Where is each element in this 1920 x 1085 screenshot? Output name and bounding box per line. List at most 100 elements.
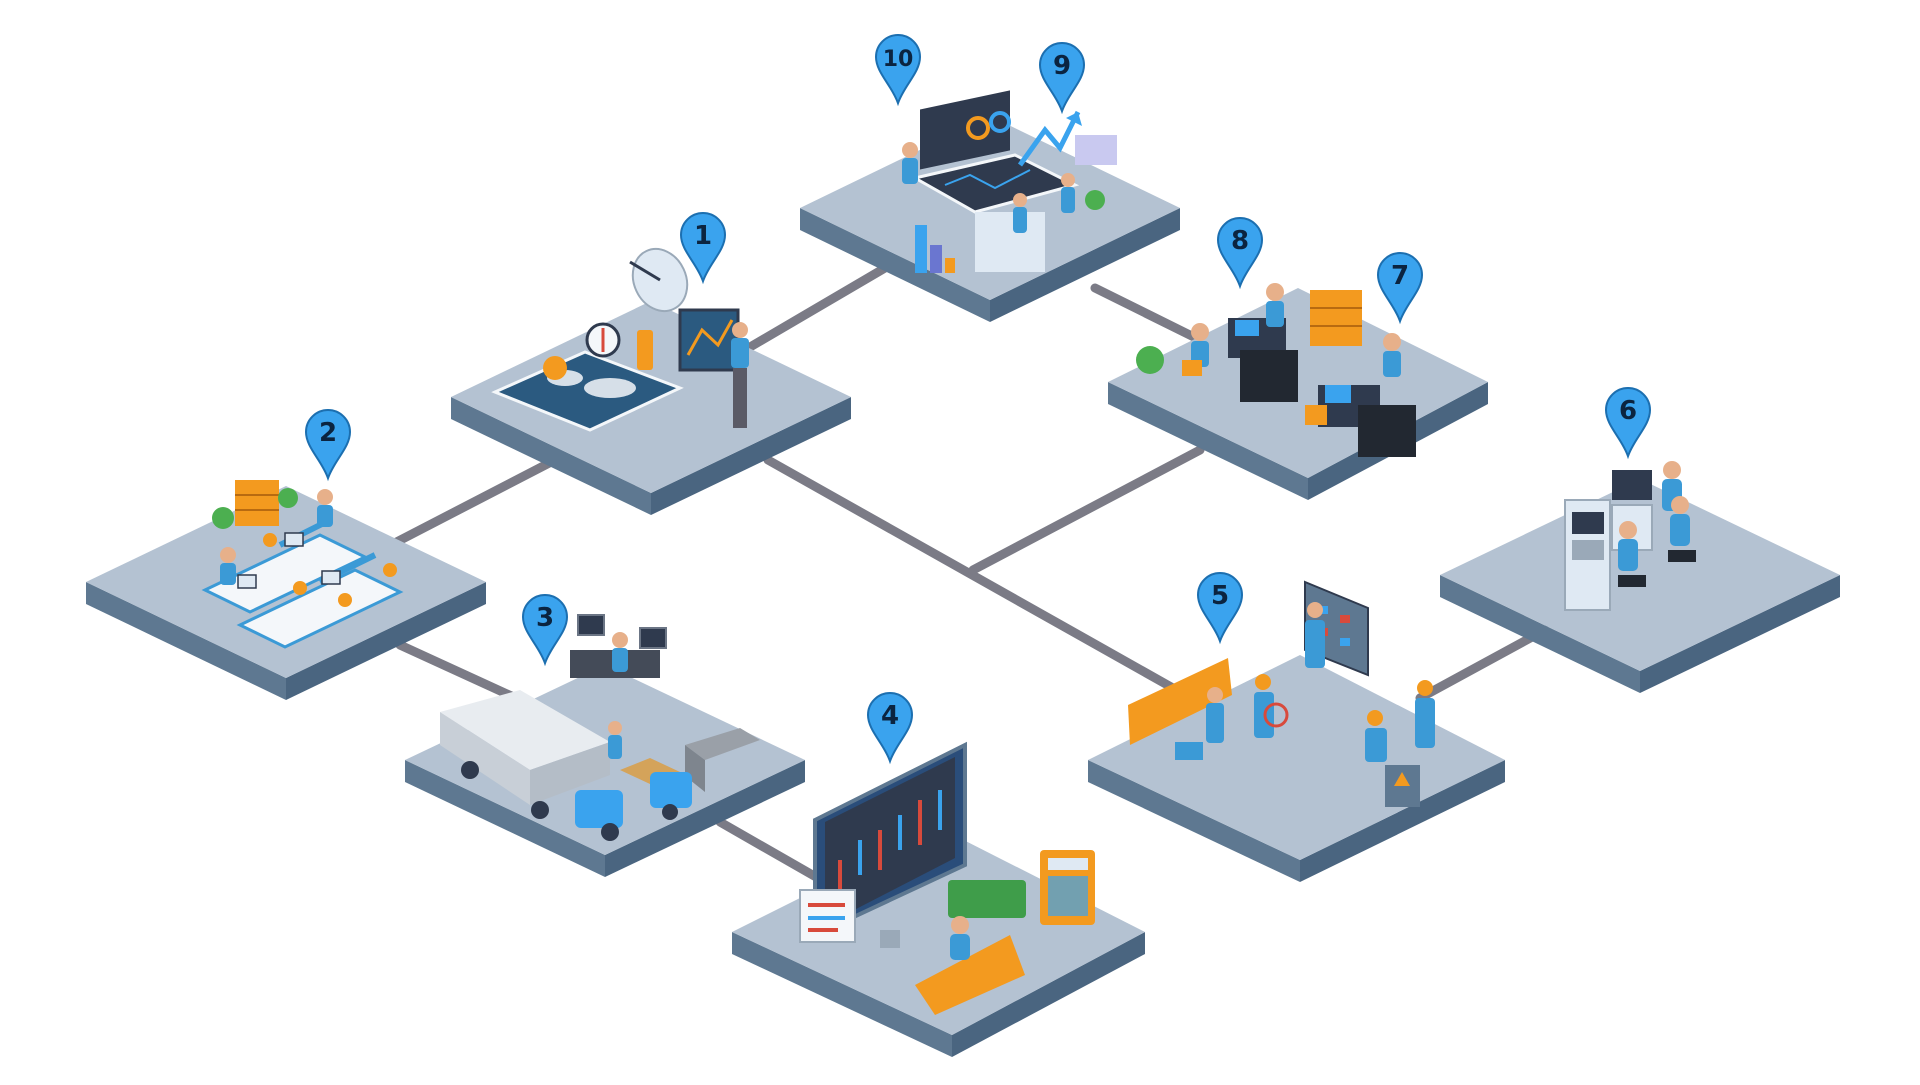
- platform-8-left-side: [1108, 382, 1308, 500]
- chair: [1668, 550, 1696, 562]
- technician-head: [1307, 602, 1323, 618]
- technician-body: [1206, 703, 1224, 743]
- desk-cabinet: [1240, 350, 1298, 402]
- support-office-scene: [1136, 283, 1416, 457]
- cable-coil: [1263, 702, 1289, 728]
- agent-head: [1191, 323, 1209, 341]
- open-office-scene: [201, 480, 404, 649]
- pin-number: 3: [536, 603, 554, 633]
- location-pin-5: 5: [1196, 572, 1244, 645]
- plant: [278, 488, 298, 508]
- laptop: [284, 532, 304, 547]
- pin-number: 7: [1391, 261, 1409, 291]
- map-pin-icon: [866, 692, 914, 765]
- analyst-body: [902, 158, 918, 184]
- worker-head: [317, 489, 333, 505]
- pin-number: 9: [1053, 51, 1071, 81]
- platform-3-left-side: [405, 760, 605, 877]
- platform-5-left-side: [1088, 760, 1300, 882]
- truck-trailer-side: [440, 712, 530, 805]
- investor-head: [951, 916, 969, 934]
- technician-head: [1207, 687, 1223, 703]
- monitor: [1235, 320, 1259, 336]
- map-pin-icon: [679, 212, 727, 285]
- navigation-map-scene: [491, 247, 749, 432]
- dispatcher-head: [612, 632, 628, 648]
- worker-body: [220, 563, 236, 585]
- truck-bed: [685, 728, 760, 760]
- location-pin-2: 2: [304, 409, 352, 482]
- bar-chart: [915, 225, 927, 273]
- technician-body: [1415, 698, 1435, 748]
- chair: [263, 533, 277, 547]
- truck-cab: [650, 772, 692, 808]
- analyst-body: [1013, 207, 1027, 233]
- location-pin-9: 9: [1038, 42, 1086, 115]
- platform-1-left-side: [451, 397, 651, 515]
- plant: [212, 507, 234, 529]
- technician-helmet: [1255, 674, 1271, 690]
- cash-stack: [948, 880, 1026, 918]
- operator-head: [1619, 521, 1637, 539]
- technician-body: [1365, 728, 1387, 762]
- platform-1: [451, 247, 851, 515]
- platform-4-right-side: [952, 932, 1145, 1057]
- platform-6-left-side: [1440, 575, 1640, 693]
- operator-head: [1671, 496, 1689, 514]
- agent-body: [1383, 351, 1401, 377]
- location-pin-4: 4: [866, 692, 914, 765]
- pin-number: 8: [1231, 226, 1249, 256]
- platform-10-left-side: [800, 208, 990, 322]
- chair: [1182, 360, 1202, 376]
- location-pin-3: 3: [521, 594, 569, 667]
- monitor: [1325, 385, 1351, 403]
- plant: [1085, 190, 1105, 210]
- platform-3-right-side: [605, 760, 805, 877]
- technician-body: [1305, 620, 1325, 668]
- investor-body: [950, 934, 970, 960]
- pin-number: 4: [881, 701, 899, 731]
- platform-1-right-side: [651, 397, 851, 515]
- toolbox: [1175, 742, 1203, 760]
- connector-1-5: [763, 455, 1185, 697]
- operator-body: [731, 338, 749, 368]
- platform-3: [405, 614, 805, 877]
- desk-row: [236, 568, 404, 649]
- platform-10-right-side: [990, 208, 1180, 322]
- operator-head: [732, 322, 748, 338]
- chair: [293, 581, 307, 595]
- technician-helmet: [1367, 710, 1383, 726]
- growth-arrow: [1017, 110, 1081, 167]
- location-pin-8: 8: [1216, 217, 1264, 290]
- agent-head: [1266, 283, 1284, 301]
- logistics-scene: [440, 614, 760, 841]
- truck-cab: [575, 790, 623, 828]
- connector-3-4: [715, 817, 835, 890]
- operator-head: [1663, 461, 1681, 479]
- platform-6: [1440, 461, 1840, 693]
- worker-head: [220, 547, 236, 563]
- connector-junction-8: [968, 445, 1205, 575]
- trading-finance-scene: [799, 741, 1095, 1015]
- pin-number: 6: [1619, 396, 1637, 426]
- connector-5-6: [1415, 625, 1550, 703]
- location-marker: [543, 356, 567, 380]
- platform-2-right-side: [286, 582, 486, 700]
- pin-number: 1: [694, 221, 712, 251]
- connector-1-10: [740, 260, 895, 355]
- dashboard-screen: [920, 90, 1010, 170]
- bookshelf: [235, 480, 279, 526]
- operator-body: [1670, 514, 1690, 546]
- desk-cabinet: [1358, 405, 1416, 457]
- worker-body: [608, 735, 622, 759]
- technician-helmet: [1417, 680, 1433, 696]
- sofa: [915, 935, 1025, 1015]
- platform-4-left-side: [732, 932, 952, 1057]
- chair: [338, 593, 352, 607]
- laptop: [237, 574, 257, 589]
- map-pin-icon: [1196, 572, 1244, 645]
- platform-2-left-side: [86, 582, 286, 700]
- dispatcher-body: [612, 648, 628, 672]
